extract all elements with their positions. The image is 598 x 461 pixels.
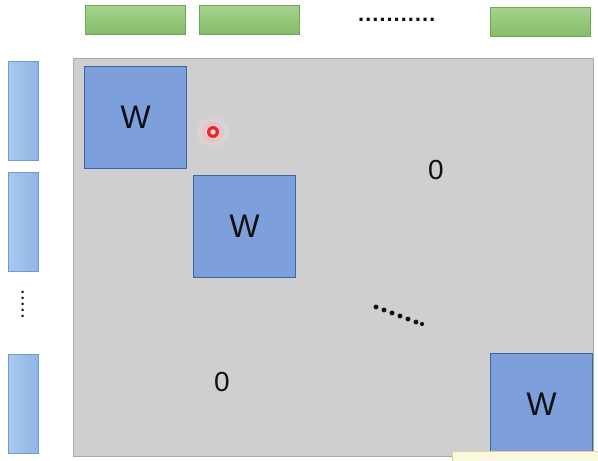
left-column-ellipsis: · · · · · xyxy=(20,284,26,325)
top-bar-last xyxy=(490,7,591,37)
w-block-2-label: W xyxy=(229,208,260,244)
top-row-ellipsis: ........... xyxy=(358,1,437,26)
diagonal-ellipsis-icon xyxy=(373,304,424,326)
left-bar-2 xyxy=(8,172,39,272)
w-block-last: W xyxy=(490,353,593,455)
w-block-1: W xyxy=(84,66,187,169)
tooltip-edge xyxy=(452,451,598,461)
left-bar-1 xyxy=(8,61,39,161)
w-block-last-label: W xyxy=(526,385,557,422)
top-bar-1 xyxy=(85,5,186,35)
w-block-2: W xyxy=(193,175,296,278)
zero-lower-label: 0 xyxy=(214,366,230,397)
top-bar-2 xyxy=(199,5,300,35)
w-block-1-label: W xyxy=(120,99,151,135)
zero-upper-label: 0 xyxy=(428,154,444,185)
left-bar-last xyxy=(8,354,39,454)
laser-pointer-icon xyxy=(196,116,230,148)
